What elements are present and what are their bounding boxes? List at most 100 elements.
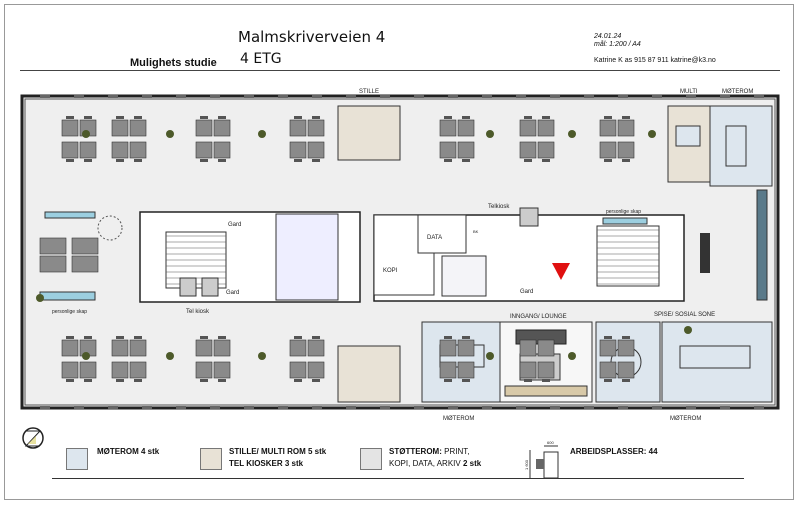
header-divider: [20, 70, 780, 71]
desk: [61, 361, 79, 379]
desk: [39, 255, 67, 273]
round-table-dashed: [97, 215, 123, 241]
lounge-counter: [504, 385, 588, 397]
window: [380, 95, 390, 98]
chair: [622, 116, 630, 119]
desk: [61, 119, 79, 137]
chair: [312, 336, 320, 339]
chair: [444, 379, 452, 382]
label-data: DATA: [427, 235, 442, 241]
room-data: [417, 214, 467, 254]
desk: [537, 361, 555, 379]
desk: [213, 339, 231, 357]
legend-arbeidsplasser: ARBEIDSPLASSER: 44: [570, 447, 658, 456]
plant-icon: [258, 130, 266, 138]
label-multi: MULTI: [680, 89, 698, 95]
window: [176, 95, 186, 98]
plant-icon: [36, 294, 44, 302]
window: [754, 95, 764, 98]
window: [448, 406, 458, 409]
workstation-icon: [529, 445, 559, 479]
legend-swatch-moterom: [66, 448, 88, 470]
desk: [289, 119, 307, 137]
desk: [195, 361, 213, 379]
chair: [134, 336, 142, 339]
chair: [462, 379, 470, 382]
chair: [444, 159, 452, 162]
window: [516, 95, 526, 98]
plant-icon: [166, 352, 174, 360]
window: [108, 406, 118, 409]
window: [652, 95, 662, 98]
window: [754, 406, 764, 409]
legend-stotte-count: 2 stk: [462, 459, 482, 468]
desk: [457, 119, 475, 137]
chair: [542, 336, 550, 339]
window: [142, 406, 152, 409]
chair: [84, 159, 92, 162]
windows: [40, 95, 764, 409]
desk: [111, 119, 129, 137]
meeting-table: [675, 125, 701, 147]
desk: [79, 361, 97, 379]
window: [414, 406, 424, 409]
desk: [213, 141, 231, 159]
window: [652, 406, 662, 409]
meeting-table: [679, 345, 751, 369]
label-kopi: KOPI: [383, 268, 398, 274]
chair: [84, 379, 92, 382]
chair: [542, 159, 550, 162]
project-title: Malmskriverveien 4: [238, 28, 386, 46]
desk: [289, 141, 307, 159]
desk: [307, 141, 325, 159]
window: [210, 95, 220, 98]
desk: [111, 339, 129, 357]
scale: mål: 1:200 / A4: [594, 41, 641, 48]
legend-moterom: MØTEROM 4 stk: [97, 447, 160, 456]
desk: [599, 141, 617, 159]
desk: [599, 361, 617, 379]
chair: [524, 336, 532, 339]
label-personlige-skap: personlige skap: [606, 209, 641, 215]
desk: [599, 339, 617, 357]
chair: [622, 159, 630, 162]
chair: [116, 379, 124, 382]
window: [414, 95, 424, 98]
legend-swatch-stotte: [360, 448, 382, 470]
label-stille-top: STILLE: [359, 89, 379, 95]
window: [380, 406, 390, 409]
window: [312, 406, 322, 409]
chair: [218, 336, 226, 339]
chair: [542, 379, 550, 382]
desk: [111, 141, 129, 159]
meeting-table: [725, 125, 747, 167]
chair: [66, 116, 74, 119]
window: [550, 95, 560, 98]
desk: [195, 119, 213, 137]
desk: [79, 141, 97, 159]
desk: [617, 141, 635, 159]
window: [346, 406, 356, 409]
desk: [599, 119, 617, 137]
plant-icon: [648, 130, 656, 138]
dim-height: 1 600: [524, 459, 529, 470]
legend-stotte-bold: STØTTEROM:: [389, 447, 442, 456]
chair: [542, 116, 550, 119]
desk: [519, 119, 537, 137]
floor-label: 4 ETG: [240, 51, 282, 67]
north-arrow-icon: [22, 427, 44, 449]
chair: [622, 336, 630, 339]
label-moterom-bottom: MØTEROM: [443, 416, 474, 422]
lockers-left-bottom: [39, 291, 96, 301]
chair: [218, 379, 226, 382]
desk-clusters: [39, 116, 635, 382]
window: [720, 95, 730, 98]
study-label: Mulighets studie: [130, 57, 217, 69]
desk: [439, 361, 457, 379]
chair: [116, 336, 124, 339]
window: [74, 95, 84, 98]
plants: [36, 130, 692, 360]
